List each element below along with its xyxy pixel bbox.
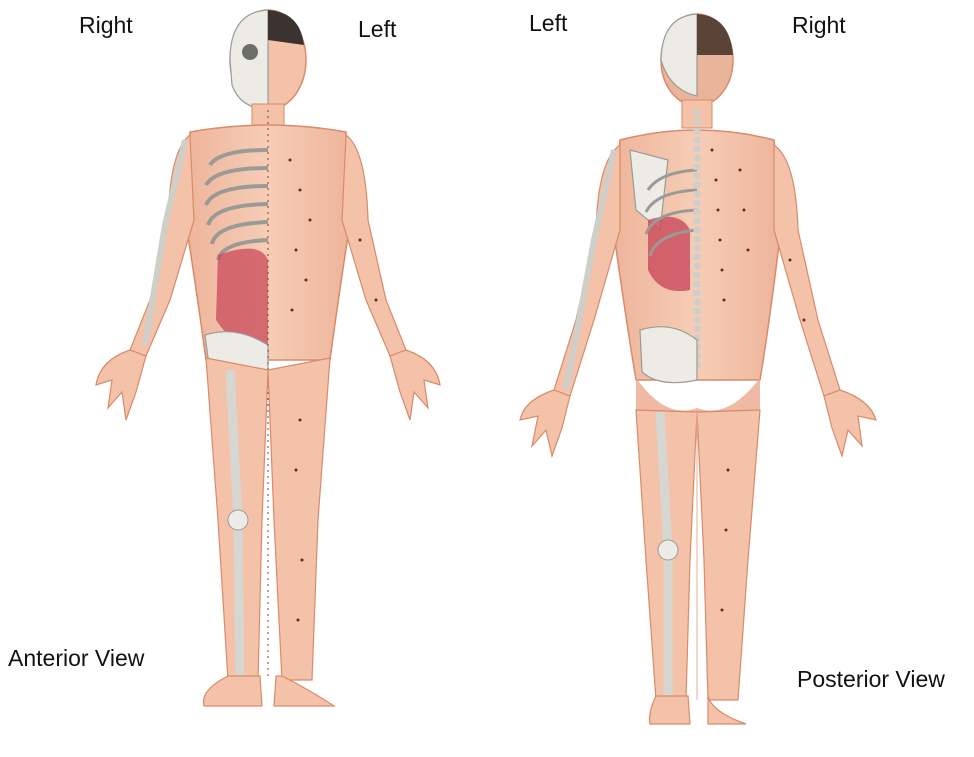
pelvis-back [640,327,697,383]
back-right-leg [697,410,760,700]
back-left-hand [520,390,570,456]
kidney-region [648,217,690,291]
posterior-body [520,14,876,724]
back-left-foot [650,696,690,724]
back-right-hand [824,390,876,456]
back-right-arm [774,145,840,396]
hair-back [697,14,733,55]
